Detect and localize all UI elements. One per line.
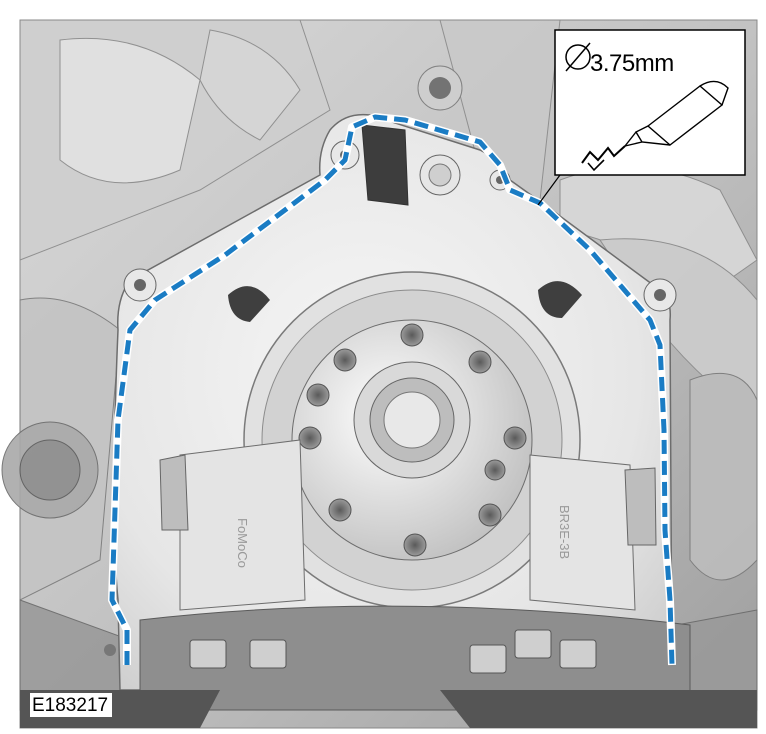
bead-size-value: 3.75mm bbox=[590, 50, 674, 77]
svg-text:BR3E-3B: BR3E-3B bbox=[557, 505, 572, 559]
engine-block-background bbox=[1, 19, 758, 711]
svg-text:FoMoCo: FoMoCo bbox=[235, 518, 250, 568]
diameter-symbol-icon bbox=[565, 42, 591, 72]
figure-id-label: E183217 bbox=[30, 693, 113, 717]
top-pocket bbox=[361, 124, 409, 206]
pan-bolts bbox=[189, 629, 597, 674]
right-window bbox=[538, 281, 582, 318]
left-bearing-cap bbox=[179, 439, 306, 611]
left-window bbox=[228, 286, 270, 322]
sealant-bead-path bbox=[109, 114, 675, 666]
bead-size-label: ∅3.75mm bbox=[590, 42, 674, 78]
callout-leader-line bbox=[537, 174, 561, 206]
sealant-tube-icon bbox=[581, 80, 729, 172]
flange-bolt-holes bbox=[298, 323, 527, 557]
right-bearing-cap bbox=[529, 454, 636, 611]
